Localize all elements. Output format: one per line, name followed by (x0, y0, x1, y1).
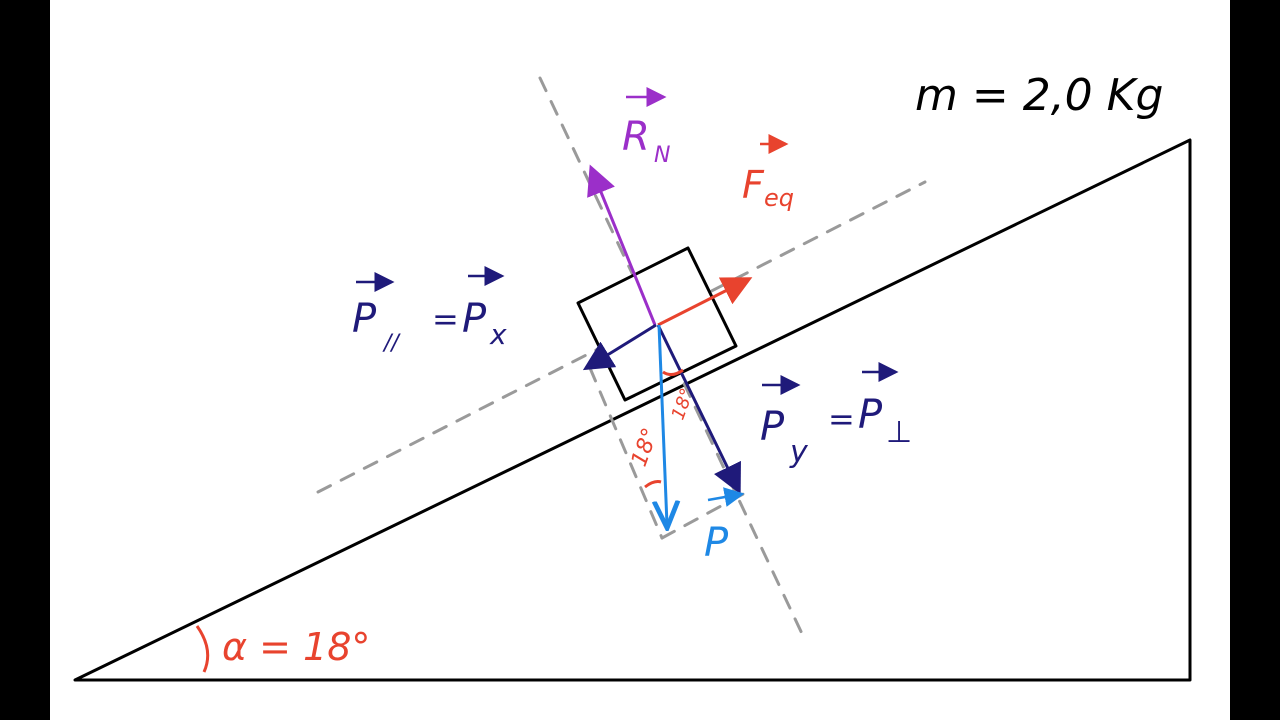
angle-arc-weight (644, 480, 662, 489)
perpendicular-component-arrow (656, 324, 741, 495)
dashed-line-projection-left (588, 366, 664, 540)
weight-label: P (704, 520, 729, 566)
perp-label: P (858, 392, 883, 438)
incline-diagram: m = 2,0 Kg R N F eq P // = P x P y = P ⊥… (73, 70, 1192, 682)
px-label: P (462, 296, 487, 342)
incline-angle-arc (195, 625, 210, 673)
mass-label: m = 2,0 Kg (915, 70, 1163, 121)
py-label: P (760, 404, 785, 450)
diagram-canvas: m = 2,0 Kg R N F eq P // = P x P y = P ⊥… (50, 0, 1230, 720)
parallel-equals: = (432, 300, 459, 338)
friction-label-sub: eq (764, 184, 794, 212)
normal-label: R (622, 114, 650, 160)
parallel-label-sub: // (382, 331, 401, 356)
perp-equals: = (828, 400, 855, 438)
incline-angle-label: α = 18° (222, 625, 370, 669)
normal-label-sub: N (654, 143, 670, 168)
px-label-sub: x (489, 318, 507, 351)
parallel-label: P (352, 296, 377, 342)
angle-arc-block (662, 368, 684, 377)
incline-triangle (73, 138, 1192, 682)
parallel-component-arrow (582, 323, 657, 371)
friction-label: F (742, 163, 765, 207)
angle-label-weight: 18° (627, 425, 664, 470)
block (576, 246, 738, 402)
weight-arrow (659, 324, 667, 525)
perp-label-sub: ⊥ (886, 415, 912, 450)
friction-force-arrow (657, 277, 753, 327)
normal-force-arrow (587, 164, 657, 326)
py-label-sub: y (789, 435, 809, 470)
weight-vector-arrow (707, 487, 745, 507)
